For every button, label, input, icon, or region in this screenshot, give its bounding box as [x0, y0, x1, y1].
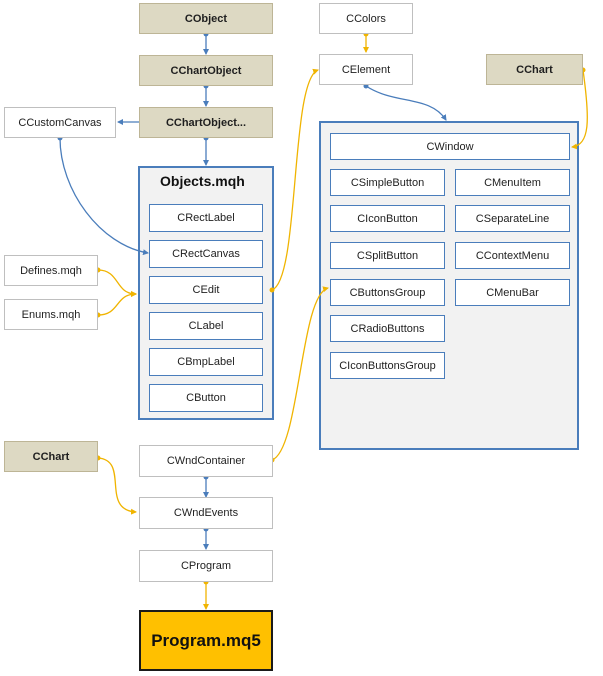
node-clabel: CLabel: [149, 312, 263, 340]
node-cchartobject: CChartObject: [139, 55, 273, 86]
node-enums-mqh: Enums.mqh: [4, 299, 98, 330]
edge-celement-to-cwindow: [365, 85, 447, 121]
node-cchartobject-ellipsis: CChartObject...: [139, 107, 273, 138]
node-cmenuitem: CMenuItem: [455, 169, 570, 196]
node-ccustomcanvas: CCustomCanvas: [4, 107, 116, 138]
node-ccolors: CColors: [319, 3, 413, 34]
node-cwndcontainer: CWndContainer: [139, 445, 273, 477]
edge-cchart-top-to-cwindow: [571, 69, 588, 150]
node-celement: CElement: [319, 54, 413, 85]
node-cwindow: CWindow: [330, 133, 570, 160]
node-cmenubar: CMenuBar: [455, 279, 570, 306]
node-ccontextmenu: CContextMenu: [455, 242, 570, 269]
node-defines-mqh: Defines.mqh: [4, 255, 98, 286]
node-ciconbuttonsgroup: CIconButtonsGroup: [330, 352, 445, 379]
node-cwndevents: CWndEvents: [139, 497, 273, 529]
node-csimplebutton: CSimpleButton: [330, 169, 445, 196]
node-cseparateline: CSeparateLine: [455, 205, 570, 232]
node-cradiobuttons: CRadioButtons: [330, 315, 445, 342]
objects-mqh-title: Objects.mqh: [160, 173, 245, 189]
edge-cchart-bottom-to-cwndevents: [97, 457, 137, 515]
node-crectcanvas: CRectCanvas: [149, 240, 263, 268]
node-program-mq5: Program.mq5: [139, 610, 273, 671]
edge-defines-to-objects: [97, 269, 137, 297]
node-cprogram: CProgram: [139, 550, 273, 582]
node-cedit: CEdit: [149, 276, 263, 304]
edge-cwndcontainer-to-cbuttonsgroup: [271, 286, 329, 461]
node-csplitbutton: CSplitButton: [330, 242, 445, 269]
edge-ccustomcanvas-to-crectcanvas: [59, 137, 149, 256]
node-cbmplabel: CBmpLabel: [149, 348, 263, 376]
edge-cedit-to-celement: [271, 68, 319, 291]
node-cbutton: CButton: [149, 384, 263, 412]
node-crectlabel: CRectLabel: [149, 204, 263, 232]
node-cchart-bottom: CChart: [4, 441, 98, 472]
node-ciconbutton: CIconButton: [330, 205, 445, 232]
node-cbuttonsgroup: CButtonsGroup: [330, 279, 445, 306]
edge-enums-to-objects: [97, 291, 137, 316]
node-cobject: CObject: [139, 3, 273, 34]
node-cchart-top: CChart: [486, 54, 583, 85]
